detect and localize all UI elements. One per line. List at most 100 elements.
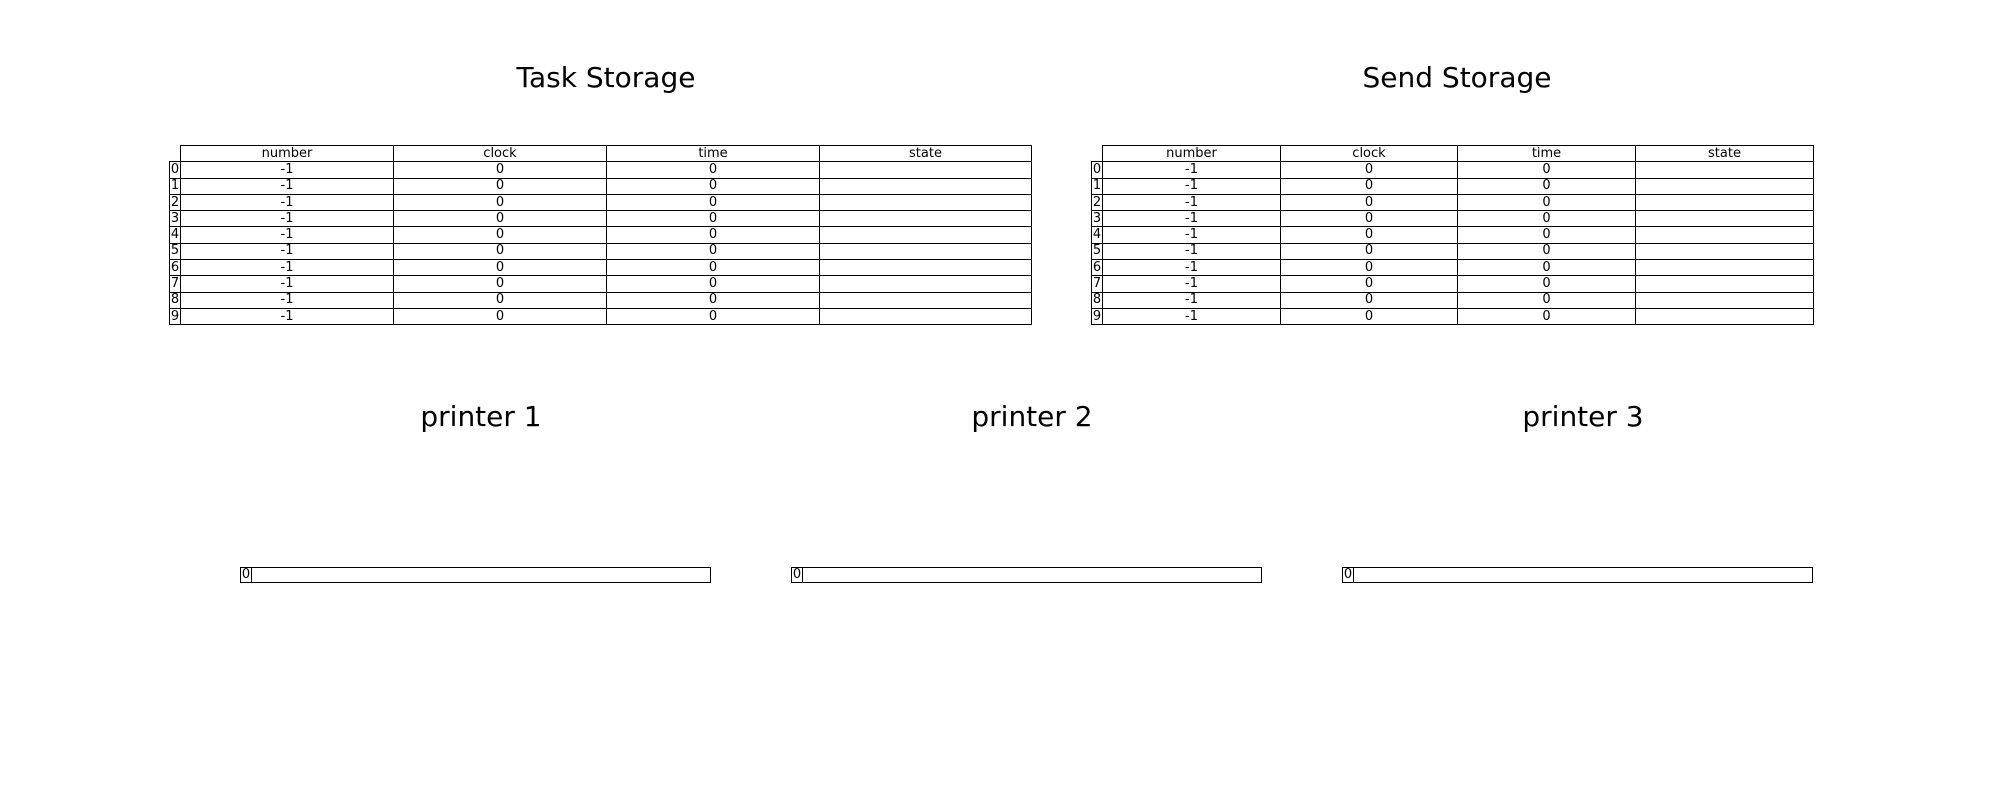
row-index: 6: [1091, 259, 1103, 277]
cell-number: -1: [1102, 193, 1281, 212]
cell-state: [1635, 193, 1814, 212]
cell-number: -1: [180, 193, 394, 212]
column-header-time: time: [606, 144, 820, 163]
cell-state: [819, 177, 1032, 195]
cell-number: -1: [1102, 161, 1281, 179]
cell-time: 0: [1457, 242, 1636, 261]
cell-clock: 0: [393, 275, 607, 293]
row-index: 5: [1091, 242, 1103, 261]
cell-number: -1: [1102, 177, 1281, 195]
corner-cell: [170, 146, 181, 162]
row-index: 9: [169, 307, 181, 326]
task-storage-title: Task Storage: [516, 61, 696, 94]
column-header-clock: clock: [1280, 144, 1458, 163]
cell-number: -1: [180, 307, 394, 326]
row-index: 0: [1091, 161, 1103, 179]
row-index: 9: [1091, 307, 1103, 326]
cell-clock: 0: [393, 259, 607, 277]
row-index: 6: [169, 259, 181, 277]
cell-time: 0: [1457, 307, 1636, 326]
cell-time: 0: [606, 275, 820, 293]
row-index: 1: [169, 177, 181, 195]
cell-time: 0: [1457, 275, 1636, 293]
corner-cell: [1092, 146, 1103, 162]
cell-time: 0: [606, 307, 820, 326]
row-index: 8: [1091, 291, 1103, 309]
column-header-state: state: [1635, 144, 1814, 163]
cell-clock: 0: [1280, 161, 1458, 179]
cell-time: 0: [606, 210, 820, 228]
cell-number: -1: [180, 242, 394, 261]
cell-number: -1: [1102, 291, 1281, 309]
cell-number: -1: [1102, 210, 1281, 228]
cell-state: [819, 161, 1032, 179]
cell-state: [819, 275, 1032, 293]
cell-number: -1: [1102, 275, 1281, 293]
row-index: 4: [169, 226, 181, 244]
cell-state: [1635, 259, 1814, 277]
printer-3-title: printer 3: [1522, 400, 1644, 433]
cell-clock: 0: [393, 307, 607, 326]
printer-1-queue: 0: [240, 567, 711, 583]
printer-1-title: printer 1: [420, 400, 542, 433]
cell-state: [819, 193, 1032, 212]
cell-time: 0: [1457, 226, 1636, 244]
printer-2-index: 0: [791, 567, 802, 583]
cell-time: 0: [1457, 210, 1636, 228]
cell-number: -1: [1102, 226, 1281, 244]
cell-number: -1: [180, 161, 394, 179]
cell-state: [1635, 210, 1814, 228]
column-header-time: time: [1457, 144, 1636, 163]
cell-number: -1: [180, 210, 394, 228]
cell-clock: 0: [1280, 226, 1458, 244]
cell-clock: 0: [393, 226, 607, 244]
cell-number: -1: [180, 226, 394, 244]
cell-number: -1: [180, 259, 394, 277]
row-index: 7: [169, 275, 181, 293]
cell-number: -1: [1102, 307, 1281, 326]
row-index: 2: [169, 193, 181, 212]
printer-3-slot: [1353, 567, 1813, 583]
cell-number: -1: [180, 291, 394, 309]
cell-clock: 0: [1280, 307, 1458, 326]
cell-time: 0: [606, 226, 820, 244]
cell-time: 0: [1457, 259, 1636, 277]
cell-clock: 0: [1280, 177, 1458, 195]
cell-state: [1635, 291, 1814, 309]
cell-state: [819, 226, 1032, 244]
cell-clock: 0: [1280, 275, 1458, 293]
printer-3-queue: 0: [1342, 567, 1813, 583]
cell-number: -1: [1102, 259, 1281, 277]
cell-time: 0: [1457, 291, 1636, 309]
cell-time: 0: [606, 177, 820, 195]
cell-time: 0: [606, 193, 820, 212]
row-index: 3: [1091, 210, 1103, 228]
cell-clock: 0: [393, 210, 607, 228]
cell-state: [819, 210, 1032, 228]
printer-1-index: 0: [240, 567, 251, 583]
column-header-number: number: [1102, 144, 1281, 163]
cell-clock: 0: [393, 193, 607, 212]
column-header-state: state: [819, 144, 1032, 163]
printer-2-queue: 0: [791, 567, 1262, 583]
cell-state: [819, 291, 1032, 309]
column-header-clock: clock: [393, 144, 607, 163]
cell-time: 0: [1457, 177, 1636, 195]
cell-clock: 0: [1280, 259, 1458, 277]
row-index: 2: [1091, 193, 1103, 212]
